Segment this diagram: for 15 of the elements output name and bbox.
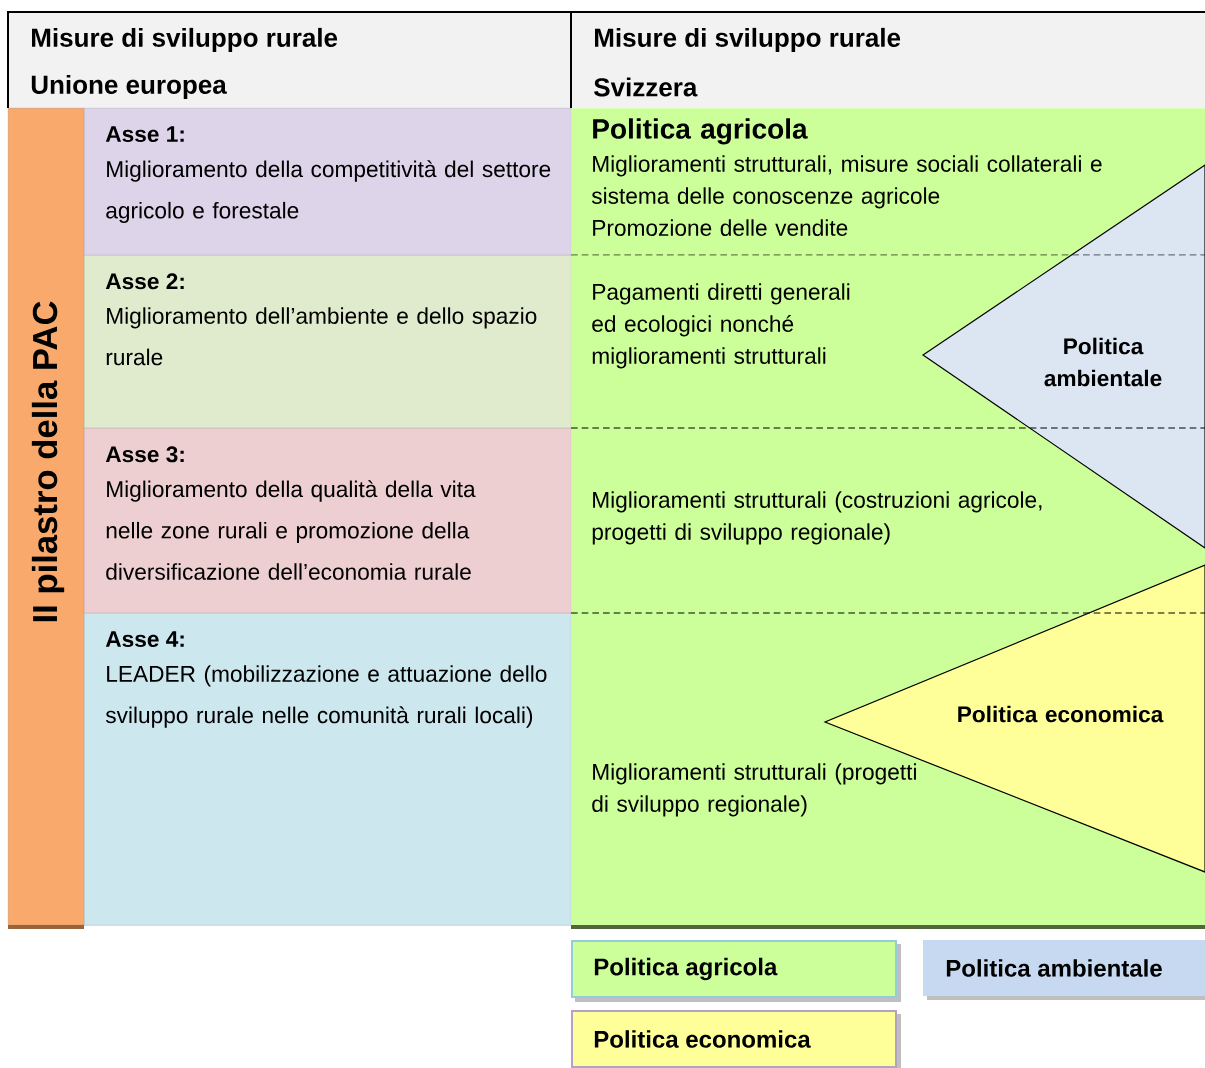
- header-cell: Misure di sviluppo rurale Unione europea: [7, 11, 572, 109]
- legend-item: Politica economica: [571, 1010, 901, 1068]
- axis-box: Asse 3: Miglioramento della qualità della vita nelle zone rurali e promozione della diversificazione dell’economia rurale: [84, 428, 572, 614]
- measure-text: Pagamenti diretti generali ed ecologici nonché miglioramenti strutturali: [592, 283, 850, 369]
- axis-box: Asse 2: Miglioramento dell’ambiente e dello spazio rurale: [84, 255, 572, 429]
- header-cell: Misure di sviluppo rurale Svizzera: [570, 11, 1205, 109]
- section-heading: Politica agricola: [593, 118, 808, 145]
- legend-item: Politica agricola: [571, 940, 901, 1002]
- legend-item: Politica ambientale: [923, 940, 1205, 1000]
- pillar-band: II pilastro della PAC: [8, 108, 85, 926]
- node-label: Unione europea: [31, 74, 227, 100]
- axis-box: Asse 4: LEADER (mobilizzazione e attuazione dello sviluppo rurale nelle comunità rurali locali): [84, 613, 572, 926]
- axis-box: Asse 1: Miglioramento della competitività del settore agricolo e forestale: [84, 108, 572, 256]
- node-label: Misure di sviluppo rurale: [32, 27, 338, 53]
- measure-text: Promozione delle vendite: [593, 219, 848, 236]
